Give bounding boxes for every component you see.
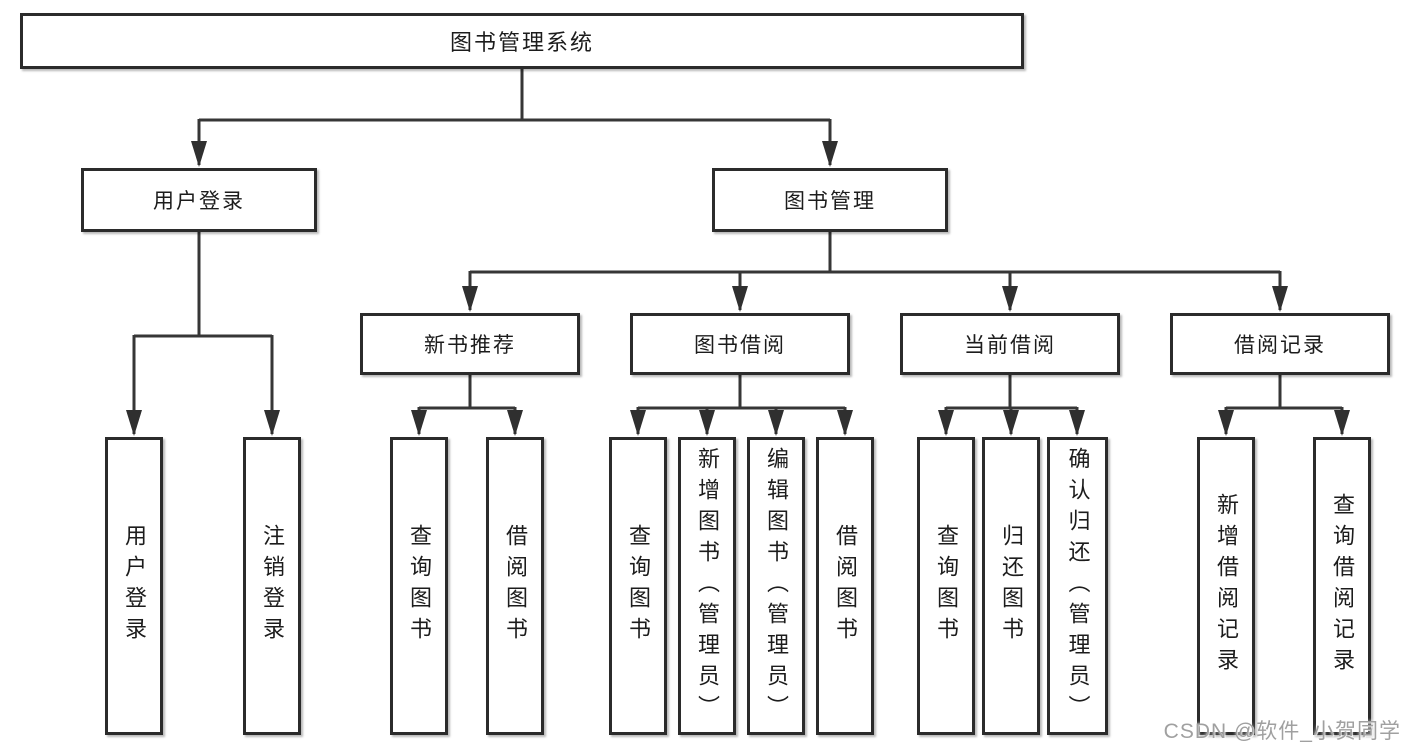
- node-label: 借阅图书: [503, 524, 528, 648]
- node-label: 图书管理: [784, 190, 876, 213]
- node-book-borrowing: 图书借阅: [630, 313, 850, 375]
- node-label: 查询图书: [626, 524, 651, 648]
- edges-book-management-to-level3: [462, 232, 1288, 312]
- leaf-user-login: 用户登录: [105, 437, 163, 735]
- node-label: 当前借阅: [964, 334, 1056, 357]
- leaf-logout: 注销登录: [243, 437, 301, 735]
- node-label: 用户登录: [122, 524, 147, 648]
- watermark: CSDN @软件_小贺同学: [1163, 720, 1401, 743]
- leaf-borrow-books-borrowing: 借阅图书: [816, 437, 874, 735]
- node-label: 注销登录: [260, 524, 285, 648]
- node-new-book-recommend: 新书推荐: [360, 313, 580, 375]
- node-label: 编辑图书（管理员）: [764, 446, 789, 726]
- edges-new-book-recommend-branch: [411, 375, 523, 436]
- node-label: 新增图书（管理员）: [695, 446, 720, 726]
- edges-user-login-branch: [126, 232, 280, 436]
- leaf-query-books-current: 查询图书: [917, 437, 975, 735]
- leaf-add-borrow-record: 新增借阅记录: [1197, 437, 1255, 735]
- node-borrow-records: 借阅记录: [1170, 313, 1390, 375]
- edges-book-borrowing-branch: [630, 375, 853, 436]
- node-label: 新增借阅记录: [1214, 493, 1239, 679]
- node-label: 查询图书: [407, 524, 432, 648]
- node-label: 借阅图书: [833, 524, 858, 648]
- leaf-confirm-return-admin: 确认归还（管理员）: [1047, 437, 1108, 735]
- node-label: 用户登录: [153, 190, 245, 213]
- leaf-add-book-admin: 新增图书（管理员）: [678, 437, 736, 735]
- leaf-query-books-borrowing: 查询图书: [609, 437, 667, 735]
- node-label: 借阅记录: [1234, 334, 1326, 357]
- node-label: 归还图书: [999, 524, 1024, 648]
- node-current-borrowing: 当前借阅: [900, 313, 1120, 375]
- leaf-borrow-books-recommend: 借阅图书: [486, 437, 544, 735]
- leaf-return-books: 归还图书: [982, 437, 1040, 735]
- node-user-login: 用户登录: [81, 168, 317, 232]
- node-label: 图书借阅: [694, 334, 786, 357]
- node-label: 图书管理系统: [449, 30, 594, 55]
- edges-current-borrowing-branch: [938, 375, 1085, 436]
- node-book-management: 图书管理: [712, 168, 948, 232]
- node-label: 查询图书: [934, 524, 959, 648]
- edges-root-to-level2: [191, 69, 838, 167]
- edges-borrow-records-branch: [1218, 375, 1350, 436]
- node-library-management-system: 图书管理系统: [20, 13, 1024, 69]
- leaf-edit-book-admin: 编辑图书（管理员）: [747, 437, 805, 735]
- leaf-query-books-recommend: 查询图书: [390, 437, 448, 735]
- node-label: 新书推荐: [424, 334, 516, 357]
- leaf-query-borrow-record: 查询借阅记录: [1313, 437, 1371, 735]
- node-label: 确认归还（管理员）: [1065, 446, 1091, 726]
- node-label: 查询借阅记录: [1330, 493, 1355, 679]
